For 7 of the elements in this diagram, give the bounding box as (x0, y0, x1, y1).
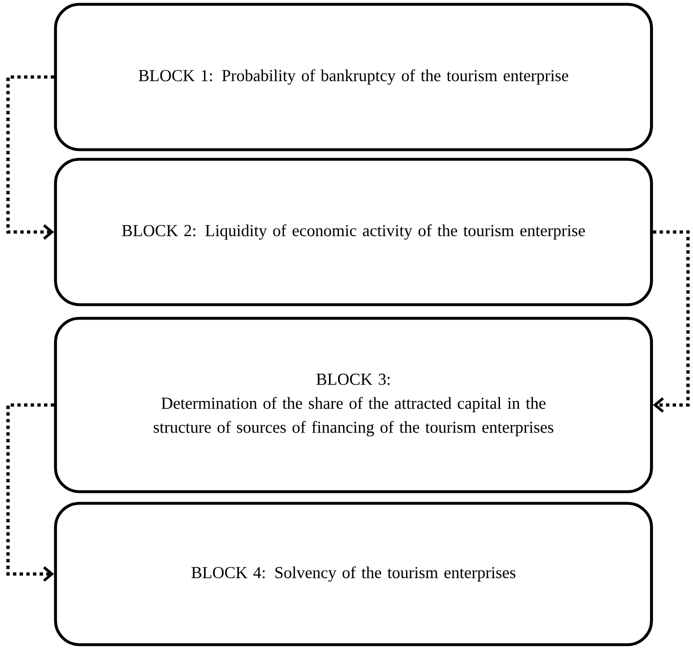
process-box: BLOCK 1: Probability of bankruptcy of the tourism enterprise (54, 2, 653, 152)
process-box: BLOCK 4: Solvency of the tourism enterprises (54, 502, 653, 646)
connector-arrow (6, 75, 54, 240)
process-box: BLOCK 2: Liquidity of economic activity of the tourism enterprise (54, 158, 653, 306)
connector-arrow (652, 230, 690, 413)
process-box: BLOCK 3: Determination of the share of the attracted capital in the structure of sources of financing of the tourism enterprises (54, 316, 653, 494)
connector-arrow (6, 403, 54, 582)
